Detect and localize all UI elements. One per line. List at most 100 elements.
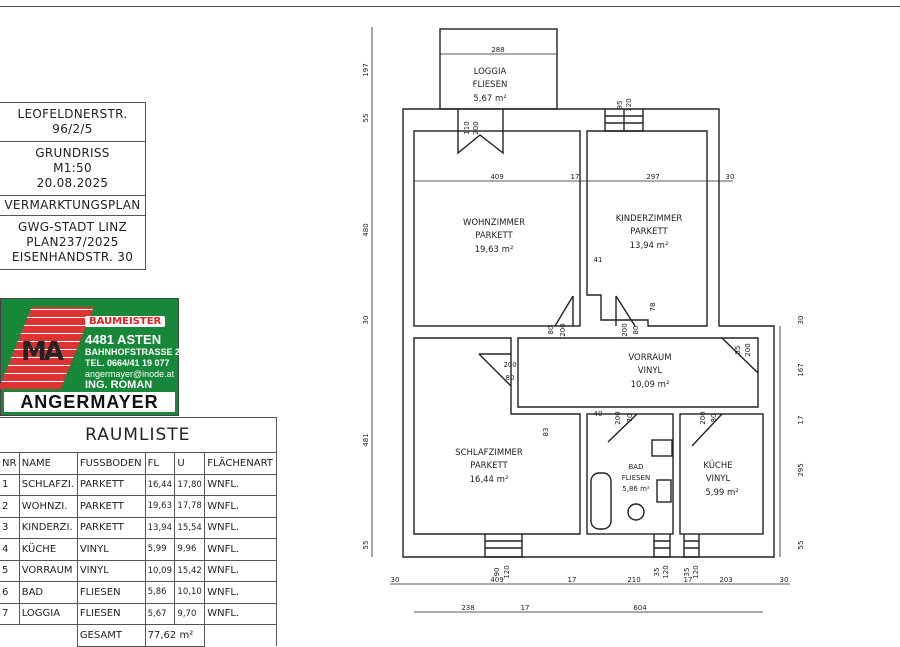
- dimension-lines: [371, 27, 790, 613]
- logo-phone: TEL. 0664/41 19 077: [85, 358, 170, 368]
- door-wohn: [554, 295, 574, 327]
- dimension-label: 85: [734, 346, 742, 355]
- door-kinder: [615, 295, 636, 327]
- walls: [402, 28, 775, 558]
- dimension-label: 40: [594, 410, 603, 418]
- dimension-label: 80: [710, 414, 718, 423]
- dimension-label: 120: [692, 565, 700, 578]
- schlafzimmer-outline: [413, 337, 581, 535]
- dimension-label: 480: [362, 223, 370, 236]
- bad-area: 5,86 m²: [622, 485, 650, 493]
- table-cell: VORRAUM: [18, 559, 78, 582]
- door-bad: [607, 413, 638, 443]
- dimension-label: 297: [646, 173, 659, 181]
- dimension-label: 55: [362, 114, 370, 123]
- dimension-label: 80: [547, 326, 555, 335]
- window-schlaf: [484, 534, 523, 558]
- dimension-label: 41: [594, 256, 603, 264]
- dimension-label: 200: [472, 121, 480, 134]
- dimension-label: 80: [632, 326, 640, 335]
- room-list-title: RAUMLISTE: [0, 417, 277, 453]
- logo-role: BAUMEISTER: [85, 316, 166, 327]
- logo-email: angermayer@inode.at: [85, 369, 175, 379]
- table-cell: 7: [0, 602, 20, 625]
- dimension-label: 110: [463, 121, 471, 134]
- table-cell: FLIESEN: [76, 581, 146, 604]
- dimension-label: 197: [362, 63, 370, 76]
- dimension-label: 200: [559, 323, 567, 336]
- dimension-label: 288: [491, 46, 504, 54]
- kinderzimmer-outline: [586, 130, 708, 327]
- dimension-label: 120: [662, 565, 670, 578]
- dimension-label: 80: [506, 374, 515, 382]
- wohn-area: 19,63 m²: [475, 245, 514, 255]
- client: GWG-STADT LINZ: [17, 220, 128, 234]
- logo-initials: MA: [21, 337, 64, 367]
- dimension-label: 200: [621, 323, 629, 336]
- loggia-area: 5,67 m²: [473, 94, 506, 104]
- dimension-label: 120: [625, 98, 633, 111]
- dimension-label: 210: [627, 576, 640, 584]
- kinder-name: KINDERZIMMER: [616, 214, 683, 224]
- vorraum-floor: VINYL: [638, 366, 663, 376]
- dimension-label: 200: [503, 361, 516, 369]
- dimension-label: 203: [719, 576, 732, 584]
- wohnzimmer-outline: [413, 130, 581, 327]
- logo-street: BAHNHOFSTRASSE 2a: [85, 347, 186, 357]
- kinder-floor: PARKETT: [630, 227, 668, 237]
- kueche-floor: VINYL: [706, 474, 731, 484]
- plan-number: PLAN237/2025: [26, 235, 119, 249]
- dimension-label: 481: [362, 433, 370, 446]
- washer-icon: [651, 439, 673, 457]
- dimension-label: 17: [684, 576, 693, 584]
- schlaf-area: 16,44 m²: [470, 475, 509, 485]
- wohn-name: WOHNZIMMER: [463, 218, 525, 228]
- dimension-label: 200: [744, 343, 752, 356]
- street: EISENHANDSTR. 30: [11, 250, 134, 264]
- logo-brand: ANGERMAYER: [4, 392, 175, 412]
- sheet-border-line: [0, 6, 900, 7]
- bad-name: BAD: [629, 463, 644, 471]
- window-bad: [653, 534, 671, 558]
- logo-name: ING. ROMAN: [85, 379, 153, 391]
- dimension-label: 30: [780, 576, 789, 584]
- bad-outline: [586, 413, 674, 535]
- address: LEOFELDNERSTR.: [17, 107, 128, 121]
- kinder-area: 13,94 m²: [630, 241, 669, 251]
- table-cell: LOGGIA: [18, 602, 78, 625]
- company-logo: MA BAUMEISTER 4481 ASTEN BAHNHOFSTRASSE …: [0, 298, 185, 416]
- dimension-label: 35: [653, 568, 661, 577]
- dimension-label: 83: [542, 428, 550, 437]
- date: 20.08.2025: [36, 176, 109, 190]
- dimension-label: 17: [571, 173, 580, 181]
- kueche-area: 5,99 m²: [705, 488, 738, 498]
- door-entry: [721, 337, 759, 374]
- dimension-label: 78: [649, 303, 657, 312]
- schlaf-name: SCHLAFZIMMER: [455, 448, 523, 458]
- window-top: [604, 109, 644, 132]
- dimension-label: 295: [797, 463, 805, 476]
- sink-icon: [656, 479, 672, 503]
- dimension-label: 30: [391, 576, 400, 584]
- dimension-label: 409: [490, 173, 503, 181]
- vorraum-name: VORRAUM: [628, 353, 671, 363]
- dimension-label: 409: [490, 576, 503, 584]
- schlaf-floor: PARKETT: [470, 461, 508, 471]
- title-address: LEOFELDNERSTR.96/2/5: [0, 103, 145, 142]
- dimension-label: 167: [797, 363, 805, 376]
- dimension-label: 30: [362, 316, 370, 325]
- plan-type: GRUNDRISS: [35, 146, 110, 160]
- unit: 96/2/5: [52, 122, 93, 136]
- door-kueche: [691, 413, 723, 447]
- dimension-label: 120: [503, 565, 511, 578]
- window-kueche: [683, 534, 700, 558]
